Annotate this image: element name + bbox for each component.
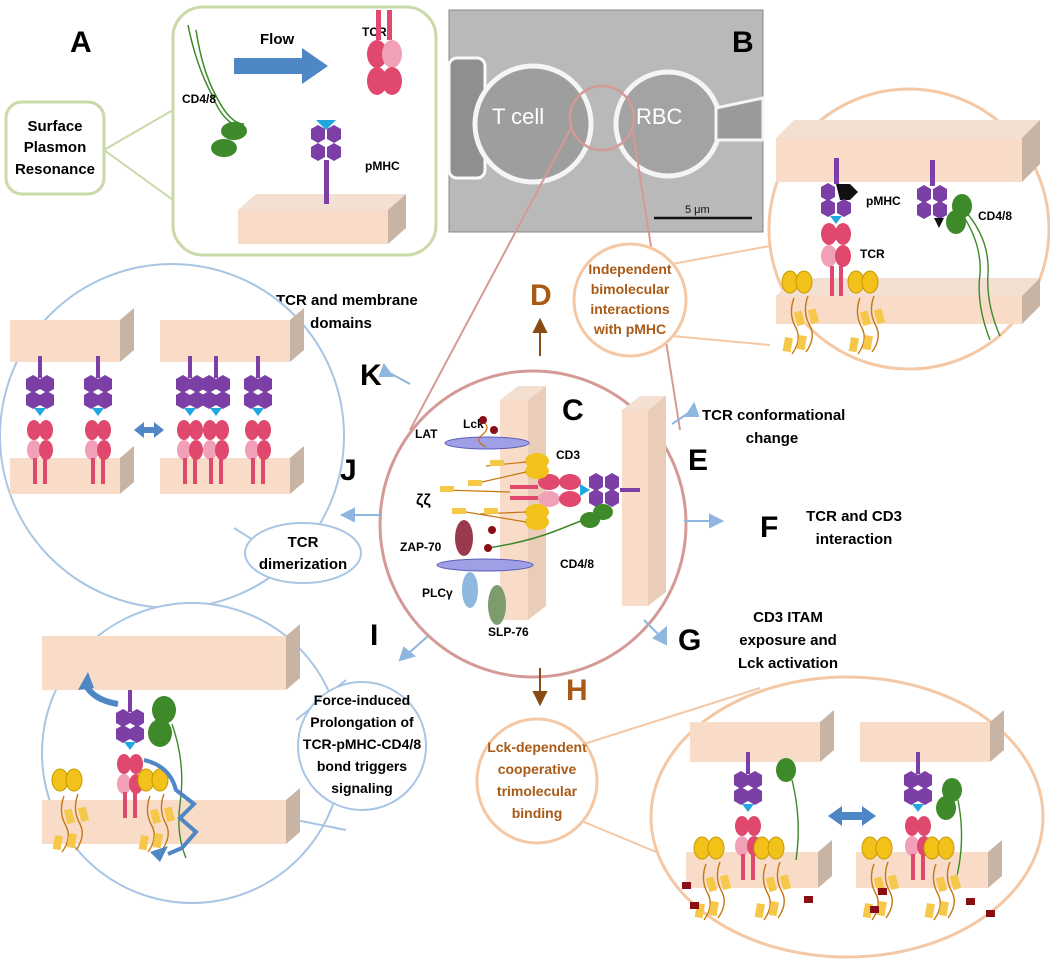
panel-f-line-2: interaction bbox=[816, 531, 893, 548]
cd48-label-d: CD4/8 bbox=[978, 209, 1012, 223]
scale-label: 5 μm bbox=[685, 204, 710, 216]
pmhc-molecule-a bbox=[311, 120, 341, 204]
panel-letter-d: D bbox=[530, 279, 552, 312]
panel-i-line-1: Force-induced bbox=[314, 692, 410, 708]
panel-letter-a: A bbox=[70, 26, 92, 59]
spr-connector-bottom bbox=[103, 149, 174, 201]
pmhc-tcr-d bbox=[821, 158, 858, 296]
lck-dots-h bbox=[682, 882, 995, 917]
zeta-label: ζζ bbox=[416, 492, 431, 509]
panel-letter-j: J bbox=[340, 454, 357, 487]
pipette-right bbox=[714, 96, 765, 142]
slp76-shape bbox=[488, 585, 506, 625]
panel-f-line-1: TCR and CD3 bbox=[806, 508, 902, 525]
tcell-label: T cell bbox=[492, 104, 544, 129]
exchange-arrow bbox=[828, 806, 876, 826]
slp76-label: SLP-76 bbox=[488, 625, 529, 639]
panel-g-line-2: exposure and bbox=[739, 632, 837, 649]
arrow-i bbox=[409, 635, 429, 653]
panel-d-line-1: Independent bbox=[588, 261, 672, 277]
lck-dot-1 bbox=[479, 416, 487, 424]
apc-membrane bbox=[622, 410, 648, 606]
spr-line-1: Surface bbox=[27, 118, 82, 135]
lat-label: LAT bbox=[415, 427, 438, 441]
spr-line-2: Plasmon bbox=[24, 139, 87, 156]
panel-j-line-2: dimerization bbox=[259, 556, 347, 573]
lck-label-c: Lck bbox=[463, 417, 484, 431]
cd48-domain-c2 bbox=[580, 512, 600, 528]
tcell-body bbox=[472, 63, 594, 185]
panel-h-line-4: binding bbox=[512, 805, 563, 821]
panel-g-line-3: Lck activation bbox=[738, 655, 838, 672]
flow-label: Flow bbox=[260, 31, 294, 48]
cd48-label-c: CD4/8 bbox=[560, 557, 594, 571]
panel-e-line-2: change bbox=[746, 430, 799, 447]
plcg-label: PLCγ bbox=[422, 586, 453, 600]
pmhc-label-d: pMHC bbox=[866, 194, 901, 208]
surface-top-a bbox=[238, 194, 406, 210]
dimer-arrow bbox=[134, 422, 164, 438]
panel-h-line-2: cooperative bbox=[498, 761, 577, 777]
panel-letter-k: K bbox=[360, 359, 382, 392]
panel-k-line-2: domains bbox=[310, 315, 372, 332]
rbc-label: RBC bbox=[636, 104, 683, 129]
surface-front-a bbox=[238, 210, 388, 244]
lat-disc bbox=[444, 436, 530, 450]
panel-letter-h: H bbox=[566, 674, 588, 707]
cd48-domain-a2 bbox=[211, 139, 237, 157]
spr-line-3: Resonance bbox=[15, 161, 95, 178]
panel-letter-e: E bbox=[688, 444, 708, 477]
panel-letter-g: G bbox=[678, 624, 701, 657]
panel-d-line-3: interactions bbox=[590, 301, 670, 317]
panel-h-line-1: Lck-dependent bbox=[487, 739, 587, 755]
cd48-label-a: CD4/8 bbox=[182, 92, 216, 106]
spr-connector-top bbox=[103, 109, 174, 151]
contact-circle bbox=[568, 84, 636, 152]
panel-d-line-4: with pMHC bbox=[593, 321, 666, 337]
panel-i-line-2: Prolongation of bbox=[310, 714, 414, 730]
arrow-g bbox=[643, 619, 661, 637]
signal-arrow bbox=[143, 758, 199, 856]
tcr-molecule-a bbox=[367, 10, 402, 95]
zoom-line-left bbox=[409, 125, 573, 431]
zap70-shape bbox=[455, 520, 473, 556]
cd3-label: CD3 bbox=[556, 448, 580, 462]
flow-arrow bbox=[234, 48, 328, 84]
tcr-complex-c bbox=[510, 453, 640, 530]
cd48-domain-a1 bbox=[221, 122, 247, 140]
lck-dot-2 bbox=[490, 426, 498, 434]
pmhc-cd48-d bbox=[917, 160, 972, 234]
panel-k-line-1: TCR and membrane bbox=[276, 292, 418, 309]
panel-h-line-3: trimolecular bbox=[497, 783, 578, 799]
panel-letter-b: B bbox=[732, 26, 754, 59]
tcell-membrane bbox=[500, 400, 528, 620]
plcg-shape bbox=[462, 572, 478, 608]
panel-d-line-2: bimolecular bbox=[591, 281, 670, 297]
cd48-tail-a2 bbox=[195, 29, 245, 125]
itam-tails-c bbox=[440, 460, 527, 523]
panel-d-bubble bbox=[572, 242, 688, 358]
panel-j-bubble bbox=[244, 522, 362, 584]
panel-letter-i: I bbox=[370, 619, 378, 652]
spr-box bbox=[4, 100, 106, 196]
surface-side-a bbox=[388, 194, 406, 244]
panel-g-line-1: CD3 ITAM bbox=[753, 609, 823, 626]
panel-letter-c: C bbox=[562, 394, 584, 427]
pmhc-label-a: pMHC bbox=[365, 159, 400, 173]
panel-j-line-1: TCR bbox=[288, 534, 319, 551]
panel-h-bubble bbox=[475, 717, 599, 845]
tcr-label-d: TCR bbox=[860, 247, 885, 261]
panel-i-line-3: TCR-pMHC-CD4/8 bbox=[303, 736, 421, 752]
panel-i-line-4: bond triggers bbox=[317, 758, 407, 774]
zap70-label: ZAP-70 bbox=[400, 540, 442, 554]
panel-e-line-1: TCR conformational bbox=[702, 407, 845, 424]
membrane-disc-lower bbox=[436, 558, 534, 572]
panel-letter-f: F bbox=[760, 511, 778, 544]
panel-i-line-5: signaling bbox=[331, 780, 392, 796]
panel-i-bubble bbox=[297, 681, 427, 811]
tcr-label-a: TCR bbox=[362, 25, 387, 39]
